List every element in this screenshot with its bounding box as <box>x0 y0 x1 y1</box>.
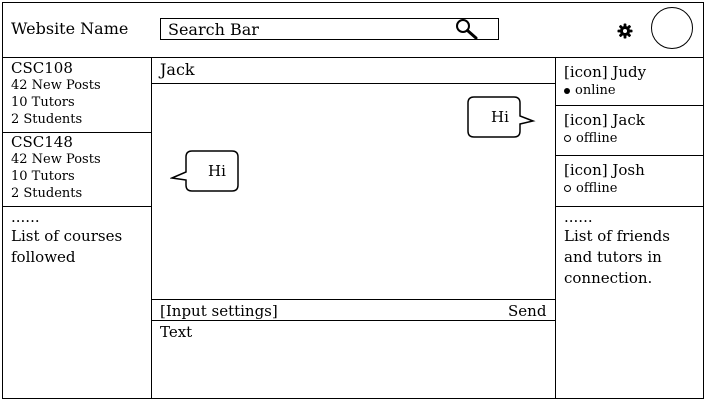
friend-divider <box>555 105 704 106</box>
message-text: Hi <box>208 162 226 180</box>
friends-footer: ...... List of friends and tutors in con… <box>564 208 700 289</box>
course-tutors: 10 Tutors <box>11 95 75 110</box>
friend-status: offline <box>564 131 702 146</box>
course-tutors: 10 Tutors <box>11 169 75 184</box>
online-dot-icon <box>564 87 570 94</box>
offline-dot-icon <box>564 185 571 192</box>
left-column-divider <box>151 57 152 399</box>
friend-item-josh[interactable]: [icon] Josh offline <box>564 161 702 196</box>
course-students: 2 Students <box>11 112 83 127</box>
friend-item-judy[interactable]: [icon] Judy online <box>564 63 702 98</box>
header-divider <box>2 57 704 58</box>
friend-name: [icon] Judy <box>564 63 647 81</box>
chat-header-divider <box>151 83 555 84</box>
status-text: offline <box>576 181 618 196</box>
courses-ellipsis: ...... <box>11 208 40 226</box>
input-divider <box>151 320 555 321</box>
course-new-posts: 42 New Posts <box>11 152 101 167</box>
course-divider <box>2 132 151 133</box>
friend-name: [icon] Josh <box>564 161 645 179</box>
site-name[interactable]: Website Name <box>11 19 129 38</box>
send-button[interactable]: Send <box>508 302 547 320</box>
gear-icon[interactable] <box>616 22 634 40</box>
course-item-csc148[interactable]: CSC148 42 New Posts 10 Tutors 2 Students <box>11 134 149 202</box>
search-icon[interactable] <box>455 18 479 40</box>
course-code: CSC108 <box>11 59 73 77</box>
right-column-divider <box>555 57 556 399</box>
friend-name: [icon] Jack <box>564 111 645 129</box>
course-item-csc108[interactable]: CSC108 42 New Posts 10 Tutors 2 Students <box>11 60 149 128</box>
friends-note: List of friends and tutors in connection… <box>564 227 670 287</box>
search-bar[interactable]: Search Bar <box>160 18 499 40</box>
input-settings-button[interactable]: [Input settings] <box>160 302 278 320</box>
chat-partner-name: Jack <box>160 60 195 79</box>
friend-status: online <box>564 83 702 98</box>
course-code: CSC148 <box>11 133 73 151</box>
friend-status: offline <box>564 181 702 196</box>
search-input-placeholder[interactable]: Search Bar <box>168 20 259 39</box>
courses-note: List of courses followed <box>11 227 123 266</box>
offline-dot-icon <box>564 135 571 142</box>
message-text: Hi <box>491 108 509 126</box>
message-input[interactable]: Text <box>160 323 193 341</box>
status-text: offline <box>576 131 618 146</box>
message-bubble-left <box>170 150 239 192</box>
course-new-posts: 42 New Posts <box>11 78 101 93</box>
friend-divider <box>555 206 704 207</box>
friend-item-jack[interactable]: [icon] Jack offline <box>564 111 702 146</box>
message-bubble-right <box>467 96 536 138</box>
user-avatar[interactable] <box>651 7 693 49</box>
friends-ellipsis: ...... <box>564 208 593 226</box>
status-text: online <box>575 83 616 98</box>
input-toolbar-divider <box>151 299 555 300</box>
course-divider <box>2 206 151 207</box>
friend-divider <box>555 155 704 156</box>
course-students: 2 Students <box>11 186 83 201</box>
courses-footer: ...... List of courses followed <box>11 208 147 268</box>
